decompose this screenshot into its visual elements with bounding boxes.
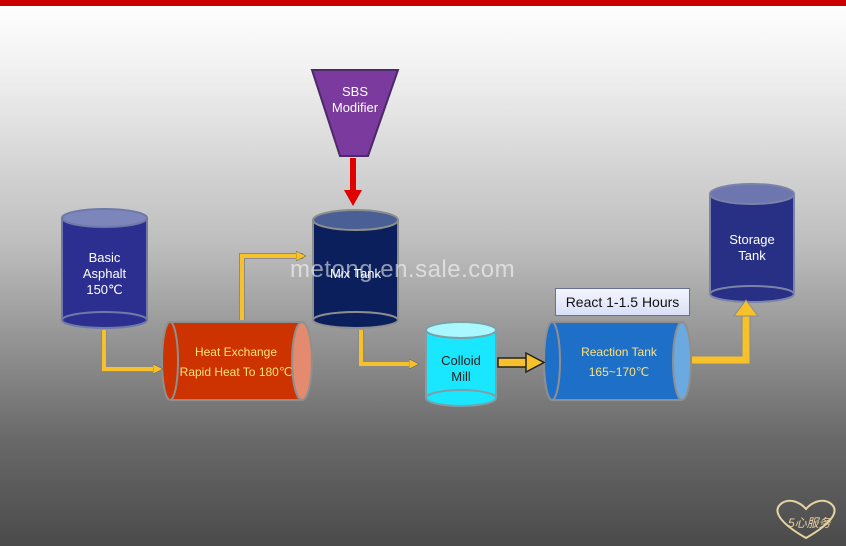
basic-asphalt-label: Basic Asphalt 150℃ (82, 250, 127, 297)
sbs-funnel (310, 69, 400, 157)
arrow-reaction-to-storage (692, 299, 759, 365)
feed-arrow-head (344, 190, 362, 206)
react-time-box: React 1-1.5 Hours (555, 288, 690, 316)
heat-exchanger (161, 321, 313, 401)
storage-tank-label: Storage Tank (729, 232, 775, 263)
reaction-tank-label: Reaction Tank 165~170℃ (581, 345, 657, 379)
logo-text: 5心服务 (788, 516, 831, 530)
heat-exchange-label: Heat Exchange Rapid Heat To 180℃ (179, 345, 293, 379)
mix-tank (312, 209, 399, 329)
colloid-mill (425, 321, 497, 407)
storage-tank (709, 183, 795, 303)
colloid-mill-label: Colloid Mill (441, 353, 481, 384)
heart-logo-icon (776, 499, 836, 540)
feed-arrow-shaft (350, 158, 356, 192)
reaction-tank (543, 321, 692, 401)
basic-asphalt-tank (61, 208, 148, 329)
watermark-text: metong.en.sale.com (290, 256, 516, 283)
top-red-bar (0, 0, 846, 6)
sbs-modifier-label: SBS Modifier (331, 84, 379, 115)
mix-tank-label: Mix Tank (329, 266, 382, 281)
arrow-mix-to-mill (358, 330, 416, 367)
arrow-asphalt-to-heat (101, 330, 160, 372)
arrow-mill-to-reaction (497, 351, 546, 374)
